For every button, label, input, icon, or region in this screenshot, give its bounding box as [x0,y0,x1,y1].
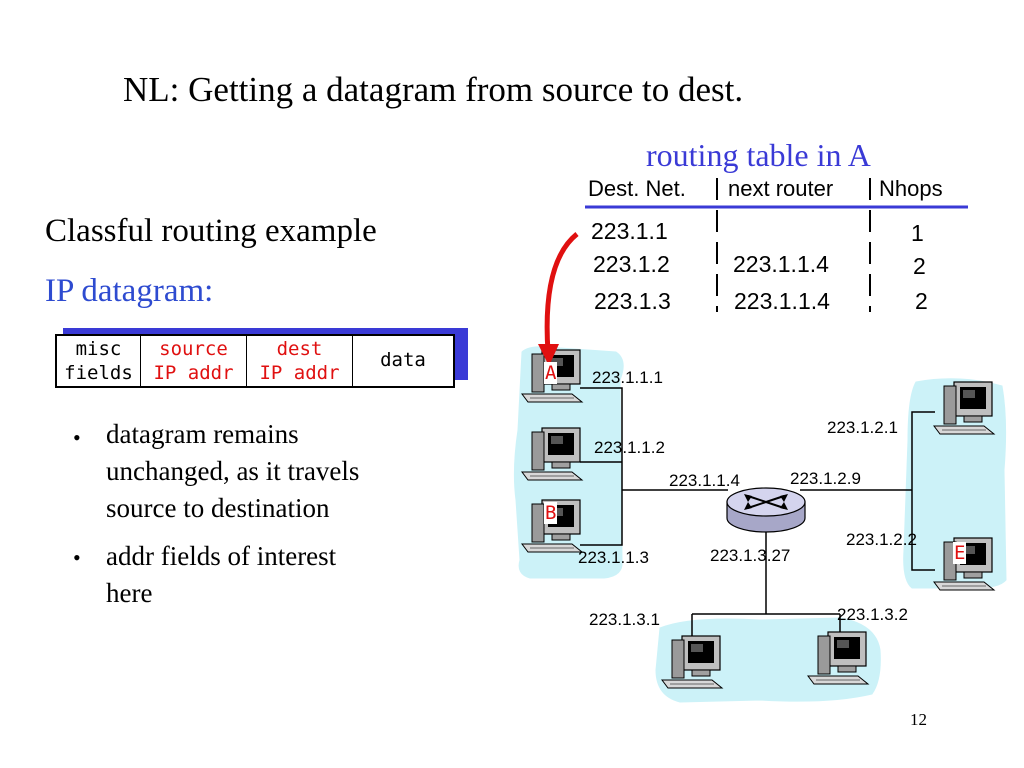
bullet-1-line3: source to destination [106,493,330,523]
datagram-field-data-line1: data [380,349,426,371]
routing-table-title: routing table in A [646,137,871,173]
datagram-field-source: source IP addr [141,336,247,386]
bullet-1-line2: unchanged, as it travels [106,456,360,486]
rt-row1-dest: 223.1.1 [591,218,668,244]
ip-223-1-3-27: 223.1.3.27 [710,546,791,565]
rt-header-dest: Dest. Net. [588,176,686,201]
ip-223-1-3-1: 223.1.3.1 [589,610,660,629]
bullet-marker-2: • [73,545,81,570]
rt-row1-hops: 1 [911,220,924,246]
rt-row3-next: 223.1.1.4 [734,288,830,314]
ip-223-1-1-4: 223.1.1.4 [669,471,740,490]
ip-223-1-2-9: 223.1.2.9 [790,469,861,488]
rt-header-hops: Nhops [879,176,943,201]
ip-223-1-1-1: 223.1.1.1 [592,368,663,387]
rt-row2-dest: 223.1.2 [593,251,670,277]
routing-arrow-head [538,344,559,366]
bullet-2-line1: addr fields of interest [106,541,337,571]
ip-223-1-2-2: 223.1.2.2 [846,530,917,549]
bullet-2: addr fields of interest here [106,538,336,612]
datagram-field-dest-line1: dest [276,338,323,360]
bullet-1: datagram remains unchanged, as it travel… [106,416,359,527]
datagram-field-misc-line1: misc [75,338,122,360]
slide-title: NL: Getting a datagram from source to de… [123,70,744,109]
host-e-label: E [953,542,967,564]
slide-subtitle: Classful routing example [45,213,377,249]
ip-223-1-3-2: 223.1.3.2 [837,605,908,624]
datagram-field-source-line1: source [159,338,228,360]
ip-223-1-1-3: 223.1.1.3 [578,548,649,567]
datagram-field-source-line2: IP addr [153,362,234,384]
bullet-1-line1: datagram remains [106,419,299,449]
datagram-box: misc fields source IP addr dest IP addr … [55,334,455,388]
datagram-field-dest: dest IP addr [247,336,353,386]
routing-arrow [544,232,579,353]
host-b-label: B [544,502,558,524]
ip-223-1-2-1: 223.1.2.1 [827,418,898,437]
ip-223-1-1-2: 223.1.1.2 [594,438,665,457]
page-number: 12 [910,710,927,729]
datagram-label: IP datagram: [45,273,214,309]
datagram-field-misc-line2: fields [64,362,133,384]
router-icon [726,487,806,533]
host-a-label: A [544,362,558,384]
bullet-marker-1: • [73,425,81,450]
datagram-field-dest-line2: IP addr [259,362,340,384]
bullet-2-line2: here [106,578,153,608]
rt-row2-next: 223.1.1.4 [733,251,829,277]
rt-header-next: next router [728,176,834,201]
datagram-field-misc: misc fields [57,336,141,386]
rt-row3-hops: 2 [915,288,928,314]
datagram-field-data: data [353,336,453,386]
rt-row2-hops: 2 [913,253,926,279]
rt-row3-dest: 223.1.3 [594,288,671,314]
